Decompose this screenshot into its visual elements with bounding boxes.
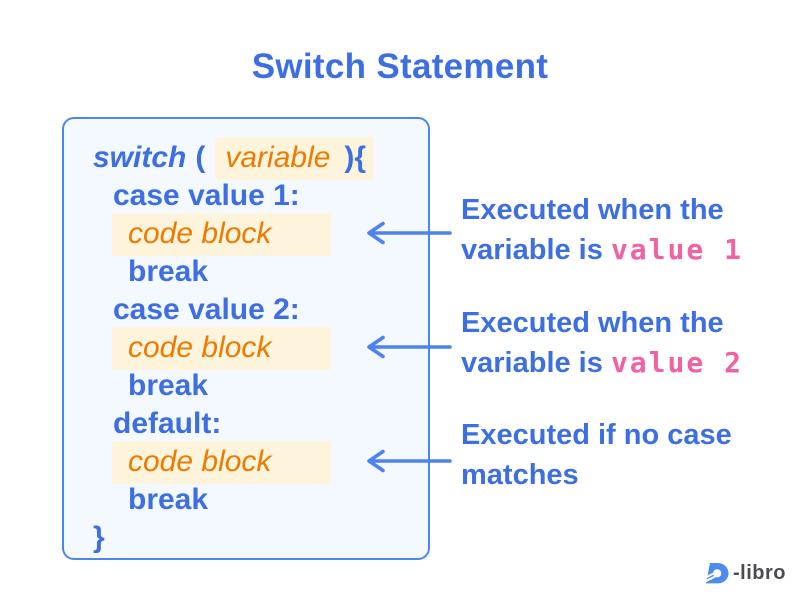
annotation-text: matches [461,459,579,491]
annotation-code-value: value 2 [610,346,743,379]
code-block-highlight-2: code block [112,327,332,370]
annotation-line: Executed when the [461,307,724,339]
code-block-highlight-1: code block [112,213,332,256]
annotation-line: Executed when the [461,194,724,226]
left-arrow-icon-1 [367,221,452,245]
code-line-switch-open: switch( variable ){ [93,137,428,180]
variable-placeholder: variable [225,141,331,174]
annotation-line: variable is value 1 [461,230,743,270]
code-line-case-1: case value 1: [113,179,300,212]
code-line-break-2: break [128,369,209,402]
close-paren-brace: ){ [344,141,367,174]
d-libro-logo-icon [703,563,729,584]
brand-logo: -libro [703,560,786,587]
annotation-text: variable is [461,347,611,379]
switch-code-box: switch( variable ){ case value 1: code blo… [62,117,430,560]
annotation-code-value: value 1 [610,233,743,266]
annotation-case-2: Executed when the variable is value 2 [461,303,743,383]
code-line-closing-brace: } [93,521,105,554]
open-paren: ( [195,141,206,174]
code-line-code-block-1: code block [112,213,428,256]
code-line-default: default: [113,407,222,440]
annotation-line: Executed if no case [461,419,732,451]
switch-keyword: switch [93,141,187,174]
code-line-break-3: break [128,483,209,516]
brand-name: -libro [733,562,786,584]
annotation-line: matches [461,455,732,495]
code-line-code-block-2: code block [112,327,428,370]
annotation-case-1: Executed when the variable is value 1 [461,190,743,270]
code-line-break-1: break [128,255,209,288]
code-line-code-block-3: code block [112,441,428,484]
code-block-highlight-3: code block [112,441,332,484]
annotation-text: variable is [461,234,611,266]
page-title: Switch Statement [251,47,549,86]
code-line-case-2: case value 2: [113,293,300,326]
left-arrow-icon-2 [367,335,452,359]
variable-highlight: variable ){ [215,137,375,180]
annotation-default: Executed if no case matches [461,415,732,495]
annotation-line: variable is value 2 [461,343,743,383]
left-arrow-icon-3 [367,449,452,473]
